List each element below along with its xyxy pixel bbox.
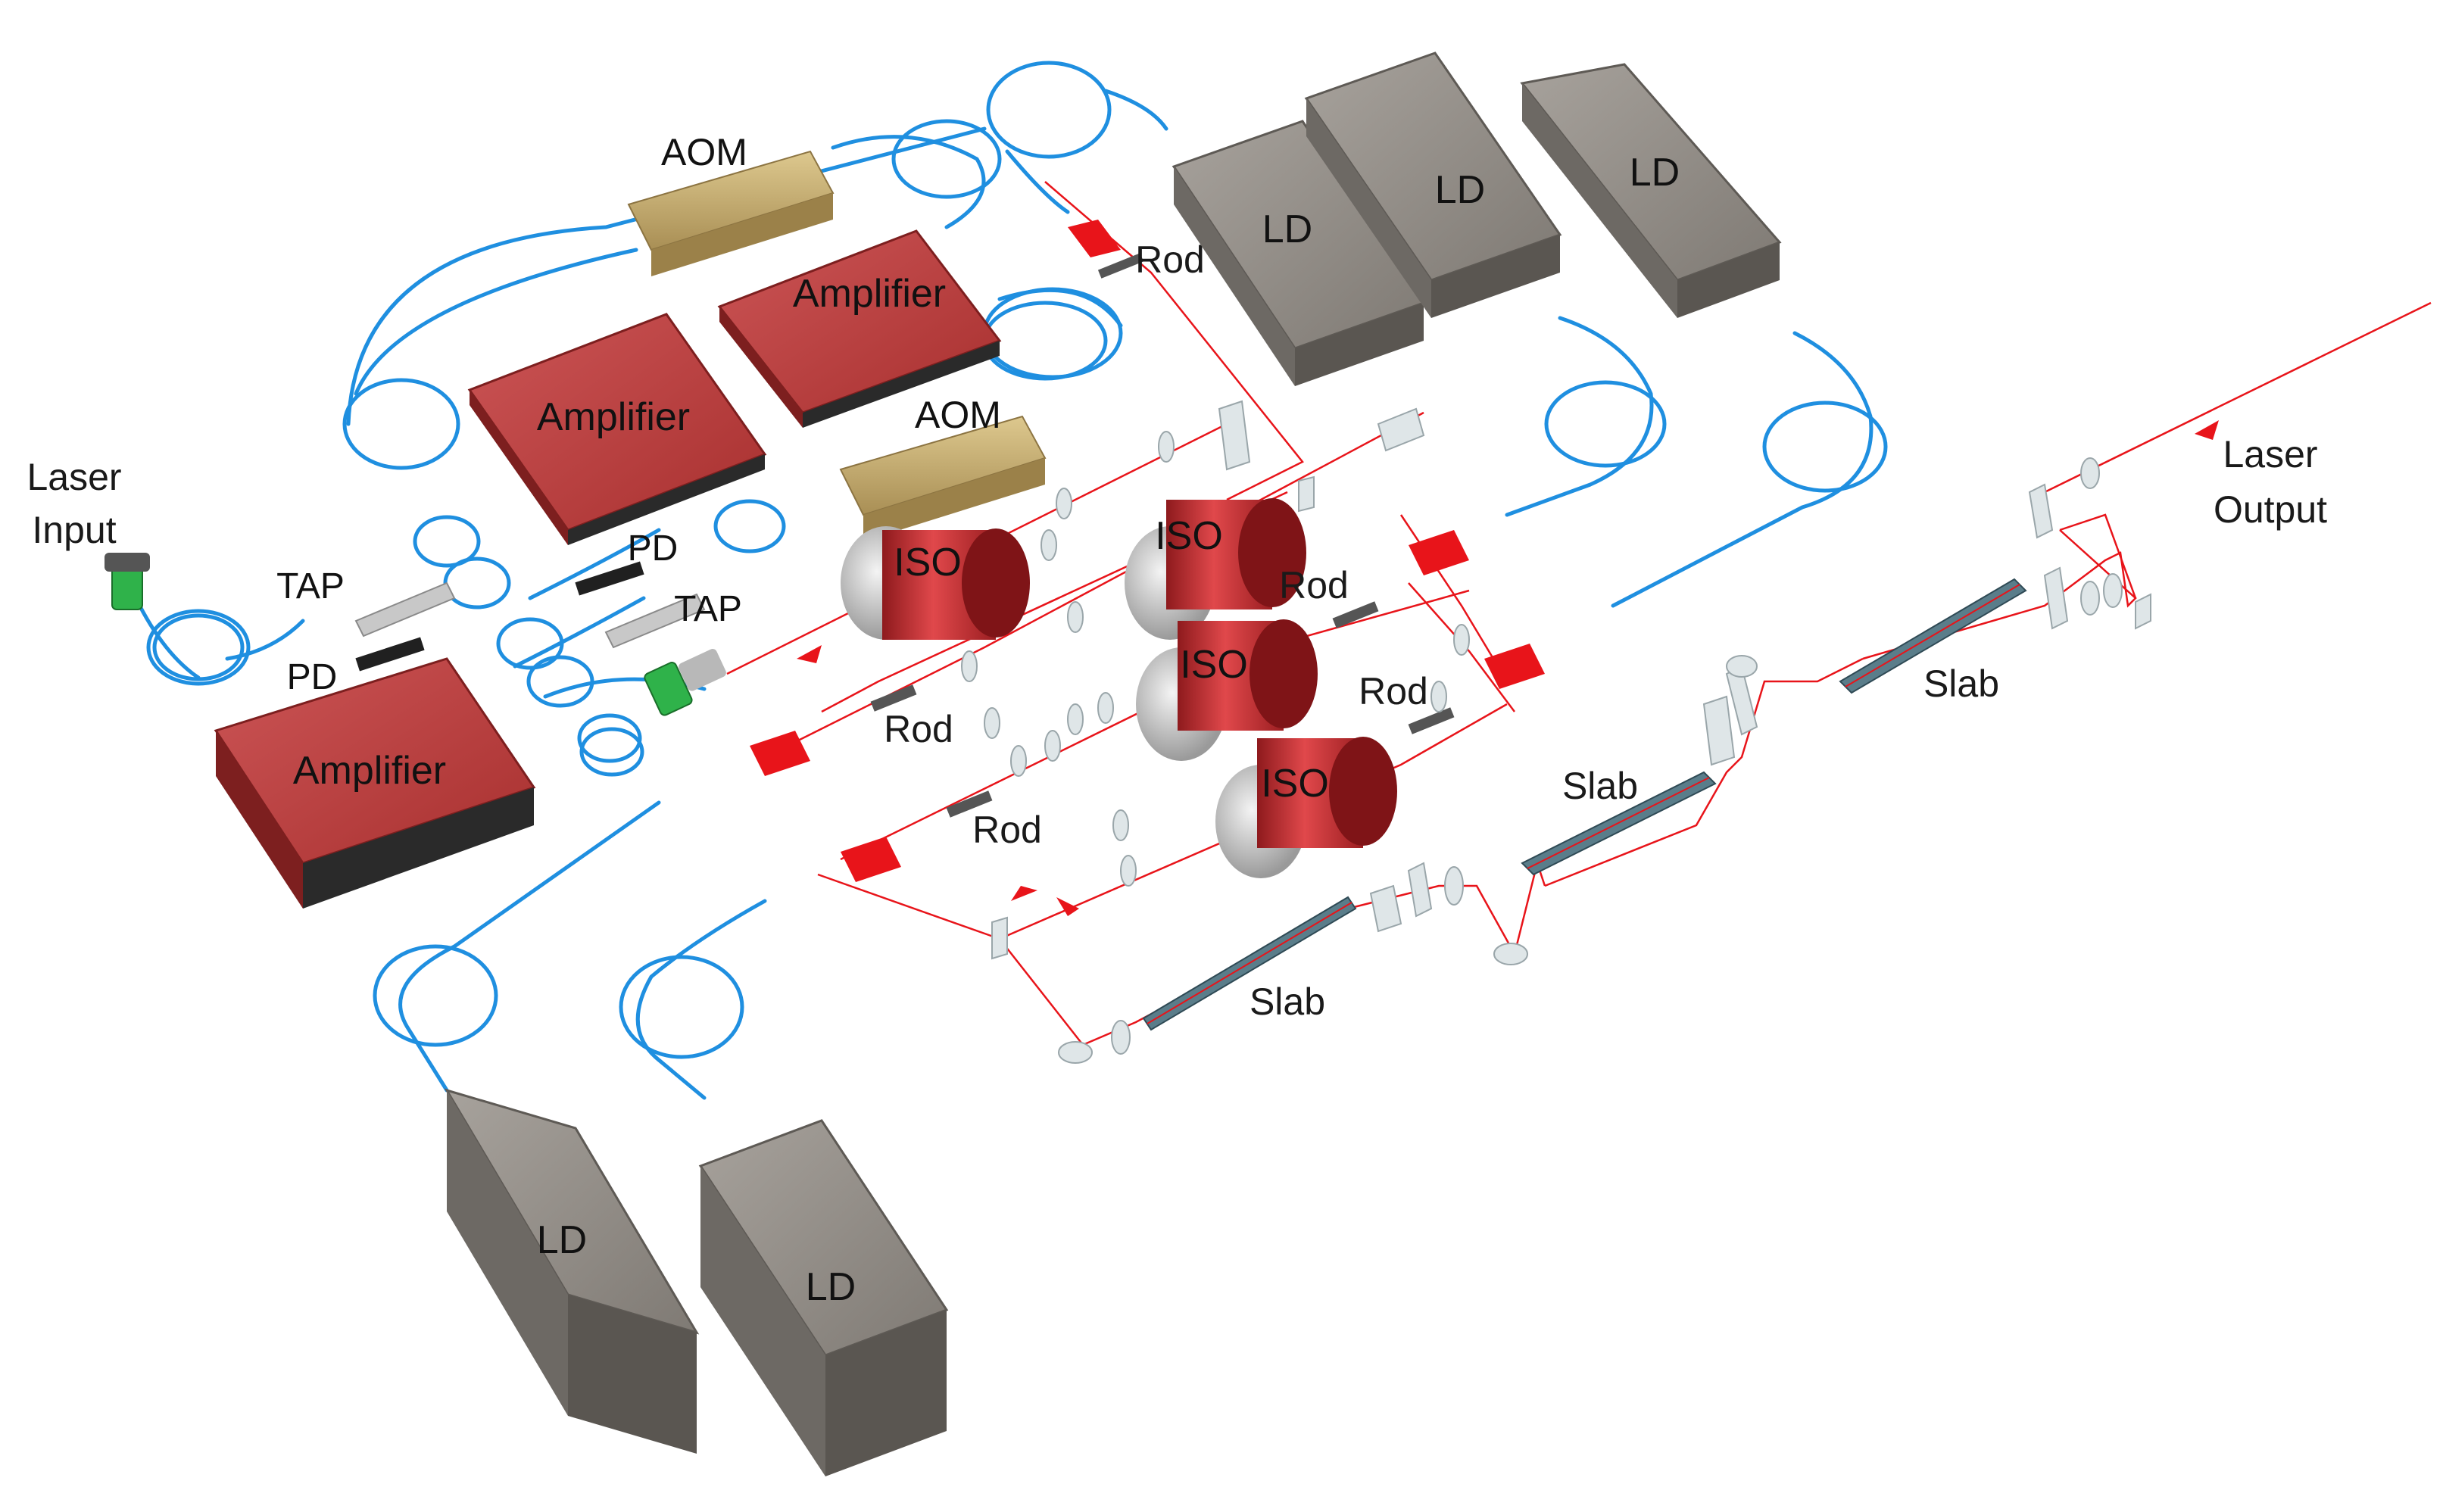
- ld-bottom-2: LD: [698, 1119, 949, 1476]
- amplifier-2-label: Amplifier: [793, 272, 946, 316]
- iso-3: ISO: [1136, 619, 1318, 761]
- pd-2-label: PD: [628, 528, 679, 569]
- iso-4-label: ISO: [1261, 762, 1329, 806]
- iso-2: ISO: [1125, 498, 1306, 640]
- pd-2: PD: [575, 528, 679, 596]
- rod-5: Rod: [841, 790, 1042, 882]
- aom-2: AOM: [839, 394, 1047, 541]
- tap-2: TAP: [604, 589, 742, 649]
- fiber-coil-ld2: [1544, 380, 1667, 468]
- slab-3-label: Slab: [1923, 662, 1999, 705]
- laser-input-connector-2: [644, 649, 726, 716]
- iso-4: ISO: [1215, 737, 1397, 878]
- ld-top-3: LD: [1520, 63, 1782, 318]
- iso-1: ISO: [841, 526, 1030, 640]
- amplifier-3-label: Amplifier: [293, 749, 446, 793]
- amplifier-2: Amplifier: [717, 229, 1002, 428]
- fiber-coil-ld3: [1762, 401, 1888, 493]
- rod-4: Rod: [750, 684, 953, 776]
- optics: [961, 400, 2151, 1064]
- beam-arrow-output: [2195, 420, 2219, 440]
- laser-output-label-line1: Laser: [2223, 433, 2317, 475]
- beam-arrows: [797, 420, 2219, 916]
- rod-3-label: Rod: [1359, 670, 1428, 712]
- rod-1-label: Rod: [1135, 238, 1205, 281]
- pd-1-label: PD: [287, 657, 338, 697]
- tap-1: TAP: [276, 566, 456, 638]
- iso-1-label: ISO: [894, 541, 962, 585]
- rod-3: Rod: [1359, 644, 1545, 734]
- rod-4-label: Rod: [884, 708, 953, 750]
- iso-3-label: ISO: [1180, 643, 1248, 687]
- rod-1: Rod: [1068, 220, 1205, 281]
- amplifier-3: Amplifier: [214, 657, 536, 909]
- iso-2-label: ISO: [1155, 514, 1223, 558]
- ld-top-2: LD: [1304, 51, 1562, 318]
- beam-arrow-input: [797, 645, 822, 663]
- laser-input-connector: [105, 553, 150, 610]
- ld-bottom-1: LD: [444, 1088, 700, 1454]
- fiber-coil-tap1: [413, 515, 481, 568]
- fiber-coil-aom1: [342, 378, 460, 470]
- aom-1: AOM: [627, 131, 835, 276]
- ld-top-3-label: LD: [1630, 151, 1680, 195]
- rod-2: Rod: [1279, 530, 1469, 628]
- fiber-coil-rod-top: [986, 61, 1112, 159]
- slab-1-label: Slab: [1250, 980, 1325, 1023]
- ld-top-1: LD: [1172, 120, 1426, 386]
- aom-1-label: AOM: [661, 131, 747, 173]
- beam-arrow-mid: [1011, 886, 1037, 901]
- ld-bottom-2-label: LD: [806, 1265, 856, 1309]
- ld-top-2-label: LD: [1435, 168, 1485, 212]
- fiber-coil-input: [146, 609, 251, 686]
- fiber-coil-aom2: [891, 119, 1002, 199]
- ld-bottom-1-label: LD: [537, 1218, 587, 1262]
- slab-3: Slab: [1839, 578, 2027, 705]
- rod-5-label: Rod: [972, 809, 1042, 851]
- rod-2-label: Rod: [1279, 564, 1349, 606]
- amplifier-1: Amplifier: [467, 313, 767, 545]
- fiber-coil-ld5: [619, 955, 744, 1059]
- aom-2-label: AOM: [915, 394, 1001, 436]
- slab-2-label: Slab: [1562, 765, 1638, 807]
- laser-output-label-line2: Output: [2214, 488, 2327, 531]
- laser-input-label-line1: Laser: [27, 456, 121, 498]
- fiber-coil-ld4: [373, 944, 498, 1047]
- ld-top-1-label: LD: [1262, 207, 1312, 251]
- tap-1-label: TAP: [276, 566, 345, 606]
- pd-1: PD: [287, 637, 425, 697]
- slab-2: Slab: [1521, 765, 1717, 876]
- beam-arrow-lower: [1056, 897, 1079, 916]
- amplifier-1-label: Amplifier: [537, 395, 690, 439]
- laser-input-label-line2: Input: [32, 509, 116, 551]
- tap-2-label: TAP: [674, 589, 742, 629]
- slab-1: Slab: [1142, 896, 1357, 1031]
